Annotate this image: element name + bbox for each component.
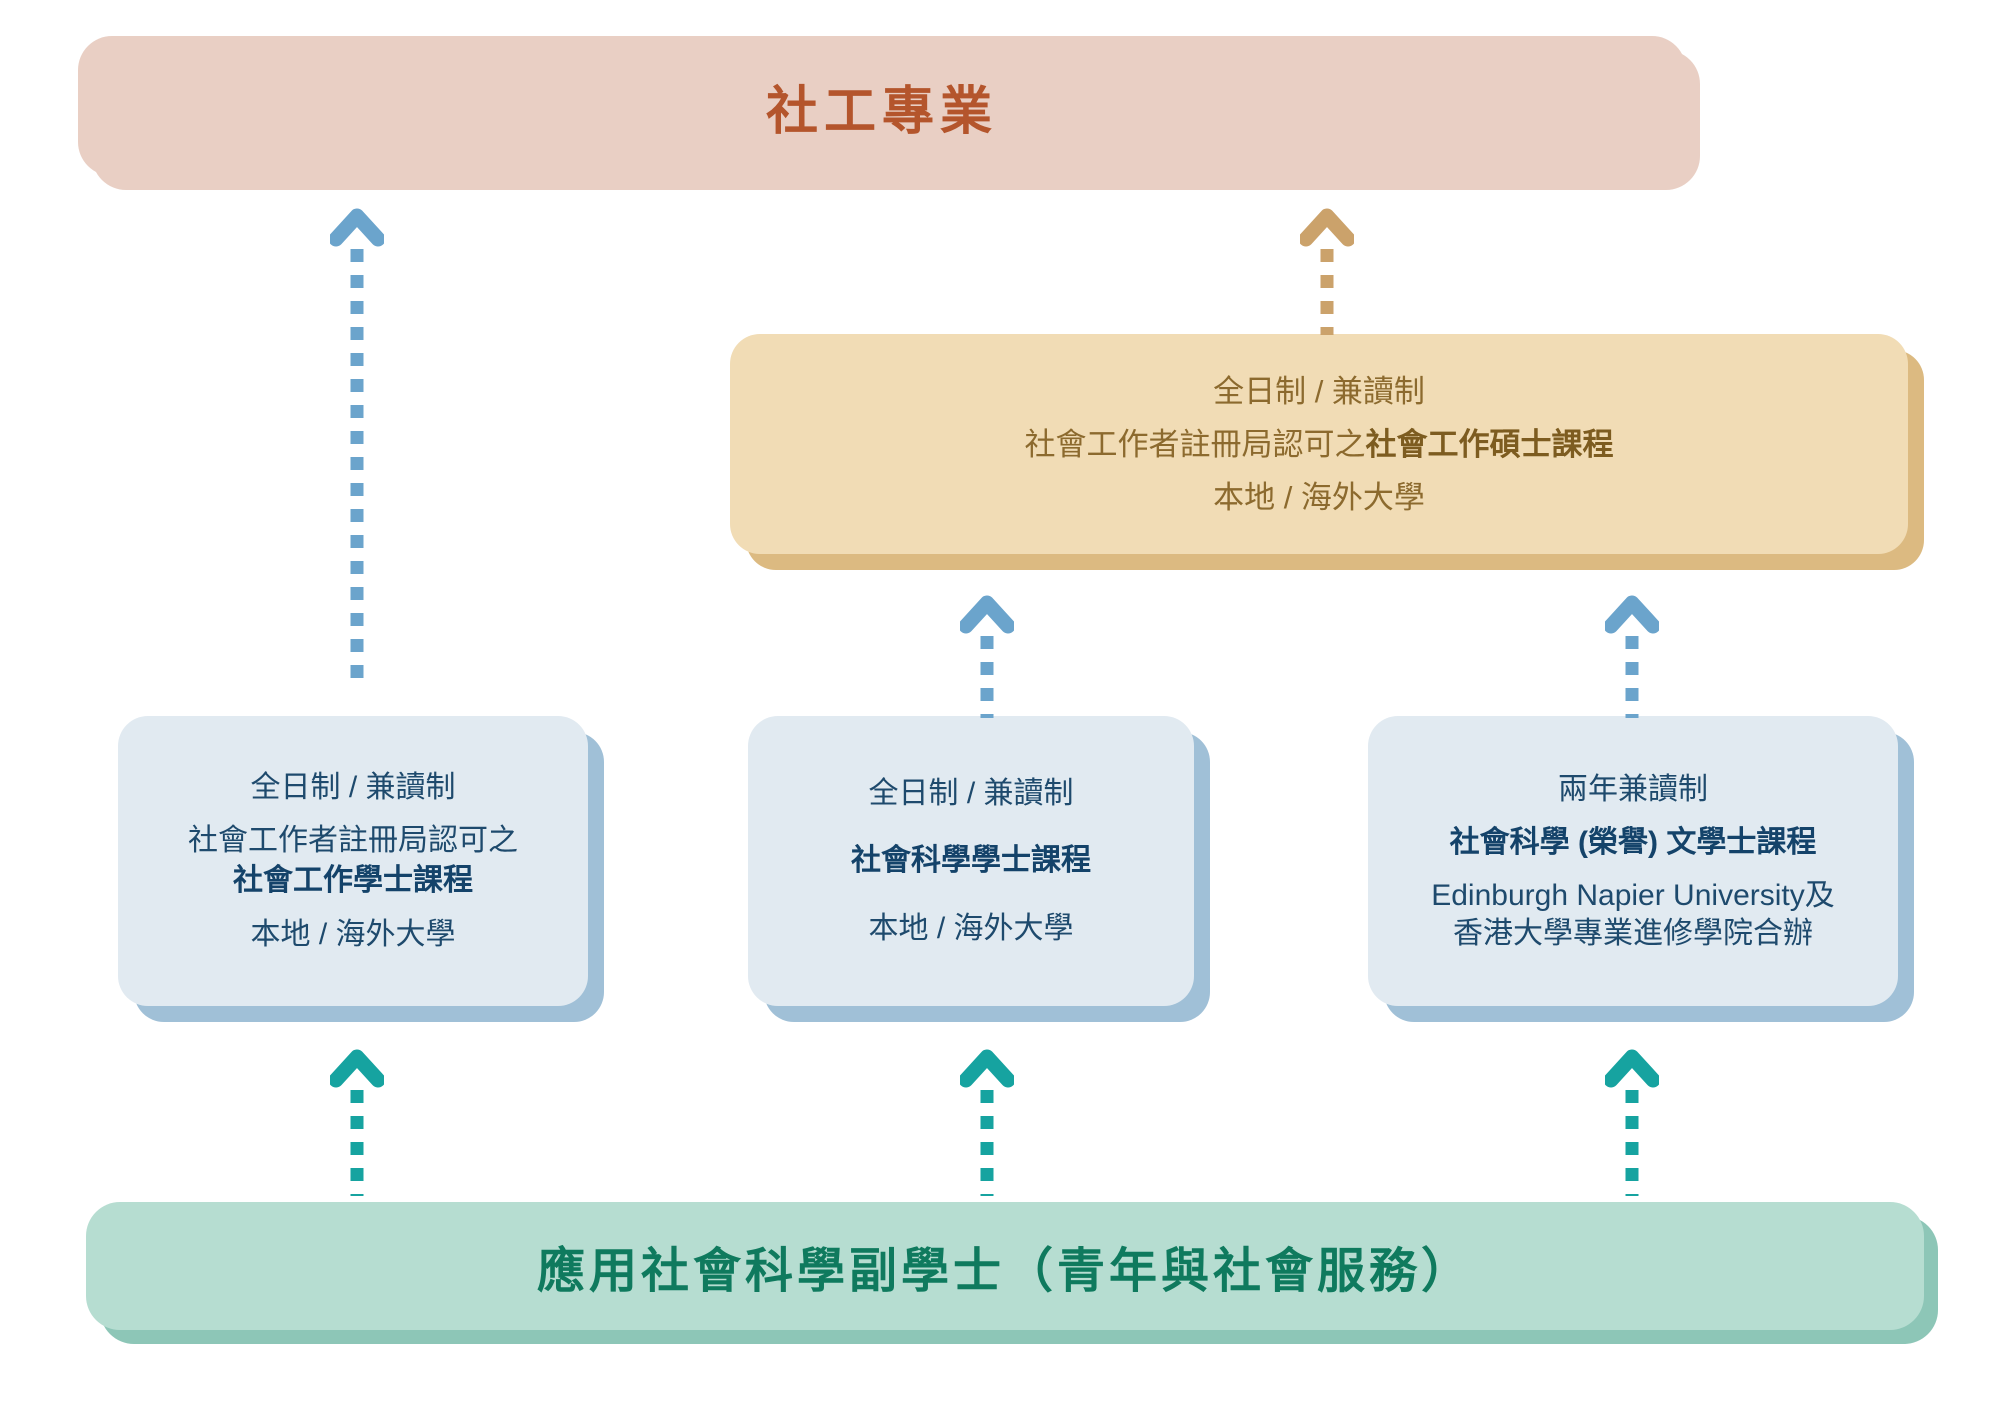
- bachelor-social-work-body: 全日制 / 兼讀制 社會工作者註冊局認可之 社會工作學士課程 本地 / 海外大學: [118, 716, 588, 1006]
- bachelor-social-work-provider: 本地 / 海外大學: [250, 917, 456, 951]
- master-programme-title: 社會工作者註冊局認可之社會工作碩士課程: [730, 418, 1908, 471]
- up-arrow-icon: [330, 1046, 384, 1100]
- bachelor-social-work-name: 社會工作學士課程: [233, 864, 473, 897]
- arrow-social-work-to-profession: [327, 205, 387, 685]
- bachelor-arts-honours-provider-line1: Edinburgh Napier University及: [1431, 878, 1835, 912]
- bachelor-social-work-mode: 全日制 / 兼讀制: [250, 770, 456, 804]
- arrow-arts-honours-to-master: [1602, 592, 1662, 718]
- associate-degree-banner-face: [86, 1202, 1924, 1330]
- bachelor-social-work-face: [118, 716, 588, 1006]
- arrow-stem: [350, 1090, 364, 1196]
- bachelor-social-science-provider: 本地 / 海外大學: [868, 911, 1074, 945]
- profession-banner-face: [78, 36, 1686, 176]
- master-programme-name: 社會工作碩士課程: [1365, 426, 1614, 462]
- bachelor-social-work-programme: 社會工作者註冊局認可之 社會工作學士課程: [188, 821, 518, 900]
- profession-banner: 社工專業: [78, 36, 1700, 190]
- bachelor-arts-honours-body: 兩年兼讀制 社會科學 (榮譽) 文學士課程 Edinburgh Napier U…: [1368, 716, 1898, 1006]
- associate-degree-banner: 應用社會科學副學士（青年與社會服務）: [86, 1202, 1938, 1344]
- bachelor-social-science-mode: 全日制 / 兼讀制: [868, 776, 1074, 810]
- arrow-associate-to-social-science: [957, 1046, 1017, 1196]
- bachelor-social-science-name: 社會科學學士課程: [851, 844, 1091, 878]
- master-programme-card: 全日制 / 兼讀制 社會工作者註冊局認可之社會工作碩士課程 本地 / 海外大學: [730, 334, 1924, 570]
- up-arrow-icon: [960, 592, 1014, 646]
- bachelor-arts-honours-provider: Edinburgh Napier University及 香港大學專業進修學院合…: [1431, 877, 1835, 953]
- arrow-master-to-profession: [1297, 205, 1357, 335]
- bachelor-social-work-card: 全日制 / 兼讀制 社會工作者註冊局認可之 社會工作學士課程 本地 / 海外大學: [118, 716, 604, 1022]
- arrow-stem: [350, 249, 364, 685]
- bachelor-social-science-face: [748, 716, 1194, 1006]
- bachelor-arts-honours-programme: 社會科學 (榮譽) 文學士課程: [1450, 823, 1817, 863]
- bachelor-social-science-card: 全日制 / 兼讀制 社會科學學士課程 本地 / 海外大學: [748, 716, 1210, 1022]
- bachelor-social-science-programme: 社會科學學士課程: [851, 841, 1091, 881]
- up-arrow-icon: [1300, 205, 1354, 259]
- associate-degree-banner-label: 應用社會科學副學士（青年與社會服務）: [536, 1245, 1473, 1298]
- master-card-body: 全日制 / 兼讀制 社會工作者註冊局認可之社會工作碩士課程 本地 / 海外大學: [730, 365, 1908, 524]
- bachelor-social-work-prefix: 社會工作者註冊局認可之: [188, 824, 518, 858]
- bachelor-arts-honours-provider-line2: 香港大學專業進修學院合辦: [1452, 916, 1813, 950]
- bachelor-social-science-body: 全日制 / 兼讀制 社會科學學士課程 本地 / 海外大學: [748, 716, 1194, 1006]
- up-arrow-icon: [960, 1046, 1014, 1100]
- arrow-stem: [980, 636, 994, 718]
- up-arrow-icon: [1605, 592, 1659, 646]
- bachelor-arts-honours-card: 兩年兼讀制 社會科學 (榮譽) 文學士課程 Edinburgh Napier U…: [1368, 716, 1914, 1022]
- arrow-stem: [1625, 1090, 1639, 1196]
- bachelor-arts-honours-name: 社會科學 (榮譽) 文學士課程: [1449, 826, 1817, 860]
- arrow-stem: [1320, 249, 1334, 335]
- up-arrow-icon: [330, 205, 384, 259]
- arrow-social-science-to-master: [957, 592, 1017, 718]
- master-programme-prefix: 社會工作者註冊局認可之: [1024, 426, 1366, 462]
- master-provider: 本地 / 海外大學: [1213, 479, 1425, 515]
- master-study-mode: 全日制 / 兼讀制: [1213, 373, 1425, 409]
- up-arrow-icon: [1605, 1046, 1659, 1100]
- profession-banner-label: 社工專業: [765, 82, 998, 141]
- arrow-associate-to-social-work: [327, 1046, 387, 1196]
- master-card-face: [730, 334, 1908, 554]
- bachelor-arts-honours-mode: 兩年兼讀制: [1558, 772, 1708, 806]
- arrow-stem: [1625, 636, 1639, 718]
- bachelor-arts-honours-face: [1368, 716, 1898, 1006]
- arrow-stem: [980, 1090, 994, 1196]
- arrow-associate-to-arts-honours: [1602, 1046, 1662, 1196]
